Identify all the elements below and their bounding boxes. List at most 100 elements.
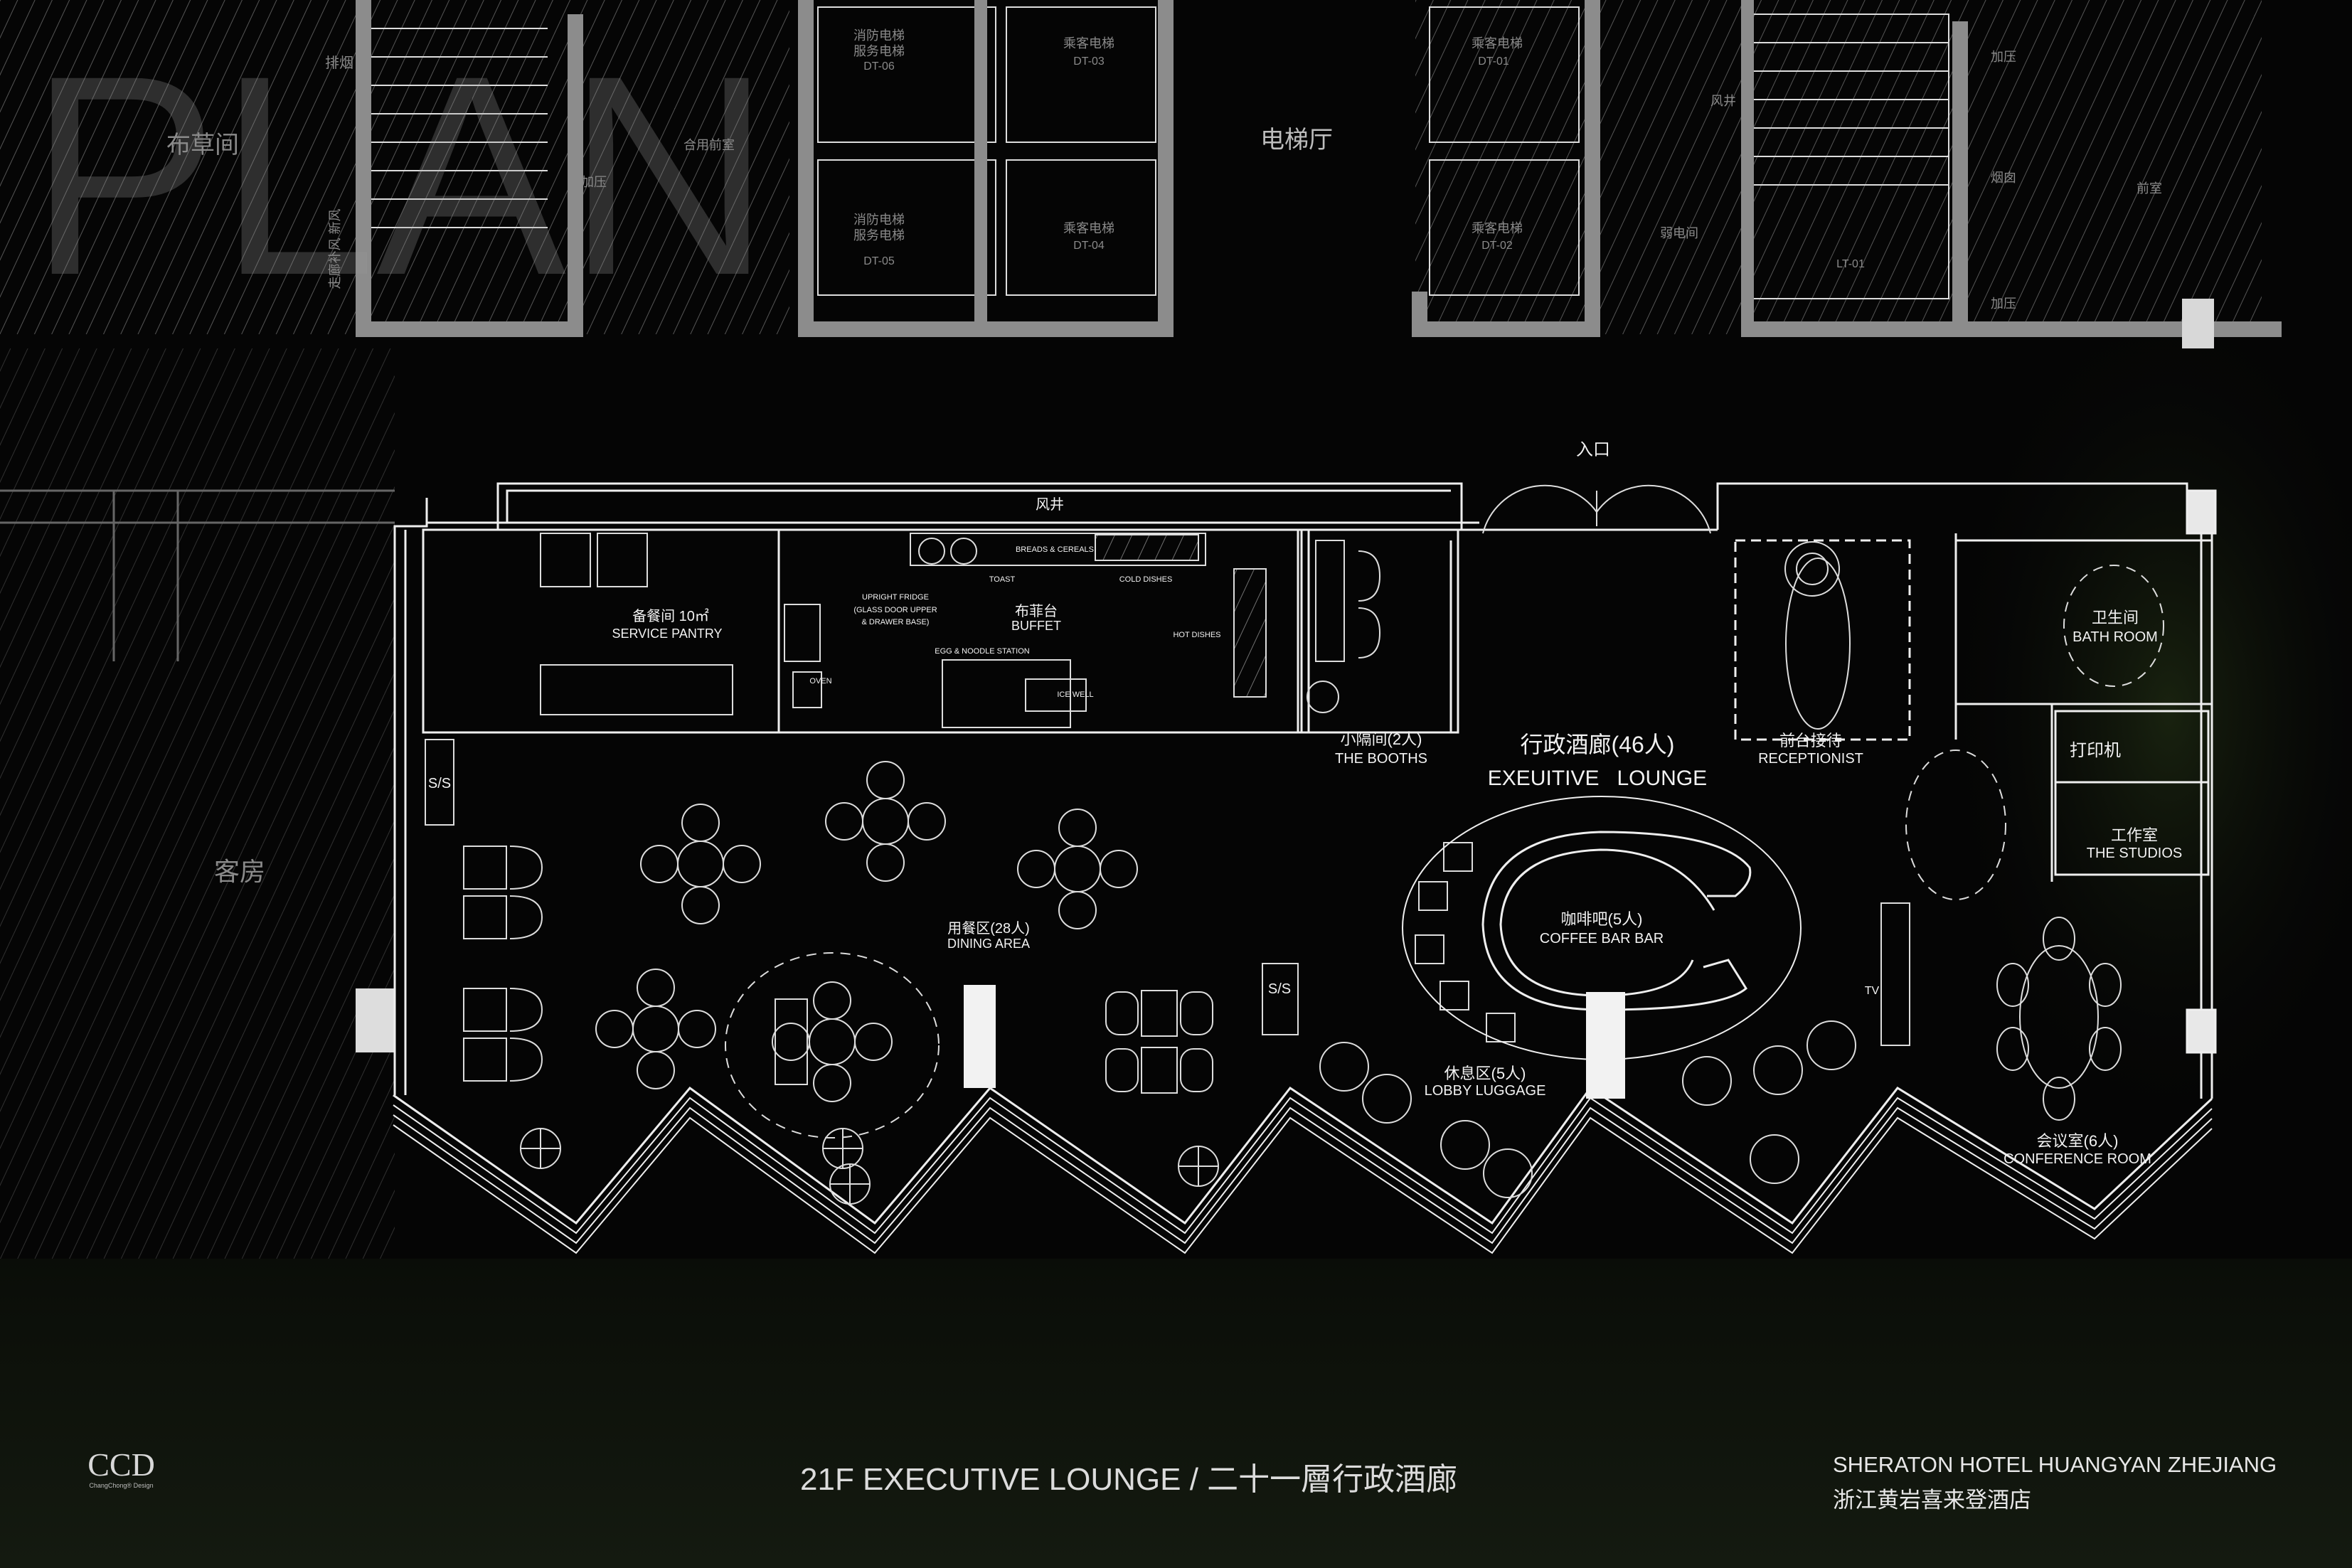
label-pressurize-3: 加压 xyxy=(1991,297,2016,311)
label-bath-en: BATH ROOM xyxy=(2072,629,2158,645)
label-dt01: DT-01 xyxy=(1478,55,1509,68)
label-pressurize-1: 加压 xyxy=(581,175,607,189)
booth-seat xyxy=(1180,991,1213,1035)
booth-seat xyxy=(1105,991,1139,1035)
label-linen-room: 布草间 xyxy=(166,132,239,159)
dining-chair xyxy=(1100,850,1138,888)
label-dining-en: DINING AREA xyxy=(947,937,1030,951)
dining-chair xyxy=(637,969,675,1007)
facade-glazing xyxy=(393,1086,2213,1254)
label-booths-cn: 小隔间(2人) xyxy=(1341,730,1422,748)
lounge-walls xyxy=(393,482,2217,1099)
label-coffee-en: COFFEE BAR BAR xyxy=(1540,931,1664,946)
label-front-room: 前室 xyxy=(2137,181,2162,196)
label-reception-en: RECEPTIONIST xyxy=(1758,751,1863,767)
label-corridor-air: 走廊补风 新风 xyxy=(328,208,342,289)
dining-chair xyxy=(1058,891,1097,929)
label-air-shaft: 风井 xyxy=(1036,496,1064,513)
label-printer: 打印机 xyxy=(2070,741,2121,760)
label-dt05: DT-05 xyxy=(863,255,895,267)
label-dining-cn: 用餐区(28人) xyxy=(947,920,1030,937)
label-ice-well: ICE WELL xyxy=(1057,690,1093,699)
label-fridge-1: UPRIGHT FRIDGE xyxy=(862,593,929,602)
label-passenger-elevator-d: 乘客电梯 xyxy=(1472,221,1523,235)
booth-table xyxy=(1141,990,1178,1037)
conference-chair xyxy=(1996,1027,2029,1071)
dining-chair xyxy=(772,1023,810,1061)
dining-chair xyxy=(866,761,905,799)
label-reception-cn: 前台接待 xyxy=(1779,732,1842,750)
bar-chair xyxy=(509,988,543,1032)
booth-table xyxy=(1141,1047,1178,1094)
logo-subtitle: ChangChong® Design xyxy=(89,1482,154,1489)
label-fire-elevator-a: 消防电梯 xyxy=(853,28,905,43)
label-pantry-en: SERVICE PANTRY xyxy=(612,626,722,641)
label-tv: TV xyxy=(1865,985,1880,997)
label-toast: TOAST xyxy=(989,575,1016,584)
dining-chair xyxy=(637,1051,675,1089)
lounge-chair xyxy=(1319,1042,1369,1092)
label-entrance: 入口 xyxy=(1576,440,1610,459)
label-dt02: DT-02 xyxy=(1481,240,1513,252)
label-smoke-exhaust: 排烟 xyxy=(325,55,353,71)
dining-chair xyxy=(825,802,863,841)
label-air-shaft-core: 风井 xyxy=(1710,94,1736,108)
lounge-chair xyxy=(1806,1020,1856,1070)
label-buffet-en: BUFFET xyxy=(1011,619,1061,633)
label-pressurize-2: 加压 xyxy=(1991,50,2016,64)
lounge-chair xyxy=(1753,1045,1803,1095)
facade-line xyxy=(393,1106,2213,1244)
label-pantry-cn: 备餐间 10㎡ xyxy=(632,607,709,624)
conference-chair xyxy=(1996,963,2029,1007)
dining-chair xyxy=(813,1064,851,1102)
dining-chair xyxy=(640,845,679,883)
label-lounge-en: EXEUITIVE LOUNGE xyxy=(1488,767,1707,790)
label-coffee-cn: 咖啡吧(5人) xyxy=(1561,910,1643,928)
label-hot-dishes: HOT DISHES xyxy=(1173,631,1220,639)
hotel-name-en: SHERATON HOTEL HUANGYAN ZHEJIANG xyxy=(1833,1452,2277,1477)
dining-chair xyxy=(681,886,720,924)
label-elevator-hall: 电梯厅 xyxy=(1260,127,1333,154)
ccd-logo: CCD ChangChong® Design xyxy=(77,1448,166,1490)
label-cold-dishes: COLD DISHES xyxy=(1119,575,1173,584)
booth-seat xyxy=(1105,1048,1139,1092)
label-studio-cn: 工作室 xyxy=(2111,826,2158,844)
building-core xyxy=(0,0,2282,348)
dining-chair xyxy=(595,1010,634,1048)
bar-stool xyxy=(1418,881,1448,911)
lounge-chair xyxy=(1362,1074,1412,1124)
label-passenger-elevator-a: 乘客电梯 xyxy=(1063,36,1114,50)
label-weak-current-room: 弱电间 xyxy=(1660,226,1698,240)
label-egg-noodle-station: EGG & NOODLE STATION xyxy=(935,647,1030,656)
plan-watermark: PLAN xyxy=(28,16,772,334)
banquette-seat xyxy=(463,895,507,939)
dining-chair xyxy=(908,802,946,841)
bar-stool xyxy=(1440,981,1469,1010)
conference-chair xyxy=(2089,1027,2122,1071)
dining-chair xyxy=(678,1010,716,1048)
facade-line xyxy=(393,1086,2213,1225)
room-labels: 入口 风井 备餐间 10㎡ SERVICE PANTRY UPRIGHT FRI… xyxy=(425,440,2182,1167)
label-service-elevator-a: 服务电梯 xyxy=(853,44,905,58)
label-buffet-cn: 布菲台 xyxy=(1015,603,1058,619)
label-ss-2: S/S xyxy=(1268,981,1291,997)
label-dt06: DT-06 xyxy=(863,60,895,73)
label-passenger-elevator-b: 乘客电梯 xyxy=(1063,221,1114,235)
entrance-doors[interactable] xyxy=(1482,484,1711,534)
dining-chair xyxy=(866,843,905,882)
lounge-chair xyxy=(1750,1134,1799,1184)
dining-chair xyxy=(813,981,851,1020)
label-lobby-en: LOBBY LUGGAGE xyxy=(1425,1083,1546,1099)
label-guest-room: 客房 xyxy=(214,857,265,886)
label-lt01: LT-01 xyxy=(1836,258,1865,270)
lounge-chair xyxy=(1483,1148,1533,1198)
bar-chair xyxy=(509,895,543,939)
label-bath-cn: 卫生间 xyxy=(2092,609,2139,626)
bar-stool xyxy=(1443,842,1473,872)
label-shared-lobby: 合用前室 xyxy=(683,138,735,152)
lounge-chair xyxy=(1682,1056,1732,1106)
label-fridge-3: & DRAWER BASE) xyxy=(862,618,930,626)
background-lower xyxy=(0,1259,2352,1568)
label-fire-elevator-b: 消防电梯 xyxy=(853,213,905,227)
